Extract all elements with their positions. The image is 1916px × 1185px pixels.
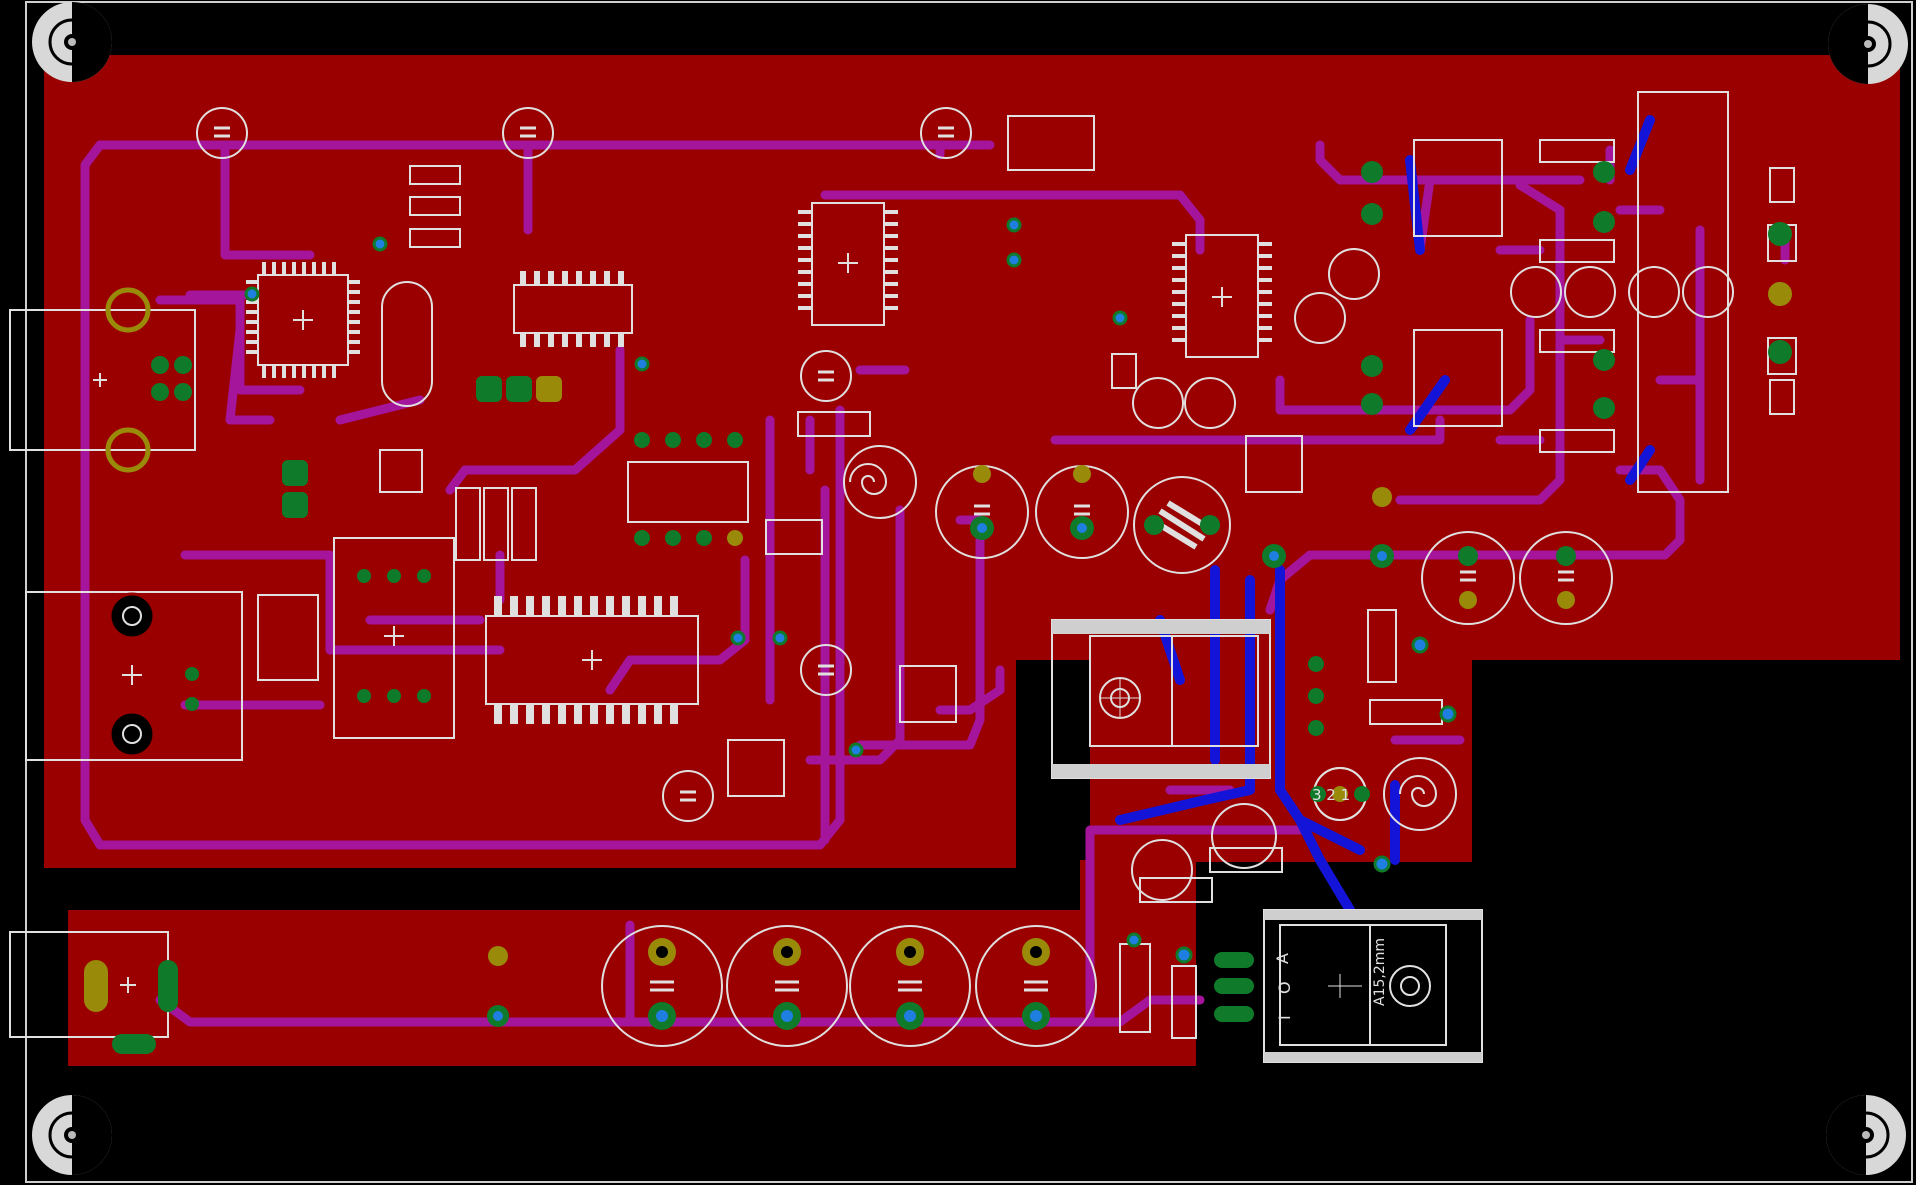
small-regulator: 3 2 1 <box>1310 767 1370 821</box>
regulator-mid-heatsink <box>1052 620 1270 778</box>
small-capacitors <box>196 107 1734 901</box>
big-regulator-pin-a: A <box>1273 953 1292 964</box>
electrolytic-capacitors <box>601 465 1613 1047</box>
buzzer <box>849 463 1438 807</box>
bottom-layer-traces <box>1115 115 1655 915</box>
mounting-holes <box>32 2 1908 1175</box>
big-regulator-pin-i: I <box>1275 1015 1294 1020</box>
silkscreen-layer <box>9 91 1797 1063</box>
vias <box>244 217 1457 964</box>
small-capacitor-marks <box>214 126 954 802</box>
big-regulator-labels: A O I A15,2mm <box>1273 938 1388 1020</box>
smd-pads <box>246 210 1272 724</box>
small-regulator-pin-label: 3 2 1 <box>1312 786 1350 804</box>
heatsink-label: A15,2mm <box>1372 938 1388 1006</box>
copper-pour-main <box>44 55 1900 868</box>
through-hole-pads <box>84 161 1792 1054</box>
big-regulator-pin-o: O <box>1275 981 1294 994</box>
